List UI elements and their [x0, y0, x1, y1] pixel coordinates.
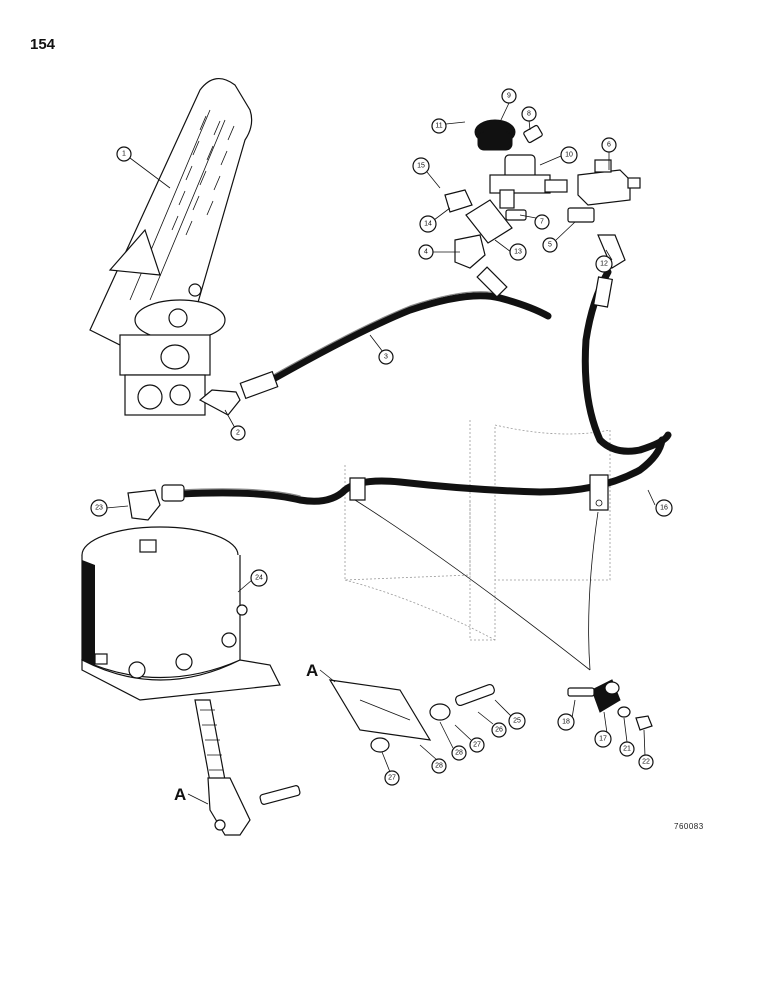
- svg-text:16: 16: [660, 505, 668, 512]
- callout-1: 1: [116, 146, 132, 162]
- washer-27-upper: [429, 703, 451, 721]
- washer-27-lower: [370, 737, 390, 753]
- callout-23: 23: [90, 499, 108, 517]
- svg-text:28: 28: [455, 750, 463, 757]
- callout-8: 8: [521, 106, 537, 122]
- svg-text:4: 4: [424, 249, 428, 256]
- callout-17: 17: [594, 730, 612, 748]
- block-13: [465, 199, 513, 244]
- pressure-switch-6: [577, 159, 641, 206]
- drawing-code: 760083: [674, 822, 704, 831]
- svg-text:A: A: [174, 785, 186, 804]
- callout-12: 12: [595, 255, 613, 273]
- section-marker-a-lower: A: [174, 785, 209, 805]
- svg-text:15: 15: [417, 163, 425, 170]
- callout-26: 26: [491, 722, 507, 738]
- link-plate: [328, 679, 432, 741]
- clip-16-left: [349, 477, 366, 501]
- clevis-pin: [259, 785, 301, 805]
- page-number: 154: [30, 36, 56, 53]
- callout-28-lower: 28: [431, 758, 447, 774]
- svg-text:3: 3: [384, 354, 388, 361]
- elbow-fitting-2: [198, 389, 241, 416]
- brake-valve-body: [119, 283, 226, 416]
- svg-text:27: 27: [473, 742, 481, 749]
- brake-chamber-24: [81, 526, 248, 679]
- clamp-17: [591, 679, 621, 713]
- push-rod: [194, 699, 226, 783]
- svg-text:9: 9: [507, 93, 511, 100]
- callout-16: 16: [655, 499, 673, 517]
- fitting-14: [444, 189, 473, 213]
- svg-text:7: 7: [540, 219, 544, 226]
- svg-text:18: 18: [562, 719, 570, 726]
- callout-5: 5: [542, 237, 558, 253]
- fitting-8: [523, 124, 543, 144]
- pin-25: [455, 683, 495, 707]
- frame-outline: [344, 420, 611, 641]
- svg-text:A: A: [306, 661, 318, 680]
- washer-21: [617, 706, 631, 718]
- svg-text:23: 23: [95, 505, 103, 512]
- nut-22: [635, 715, 653, 731]
- leader-lines: [354, 499, 599, 671]
- section-marker-a-upper: A: [306, 661, 336, 683]
- callout-24: 24: [250, 569, 268, 587]
- callout-27-upper: 27: [469, 737, 485, 753]
- bolt-18: [567, 687, 595, 697]
- callout-2: 2: [230, 425, 246, 441]
- callout-14: 14: [419, 215, 437, 233]
- svg-text:27: 27: [388, 775, 396, 782]
- svg-text:17: 17: [599, 736, 607, 743]
- svg-text:12: 12: [600, 261, 608, 268]
- hose-16: [161, 436, 666, 505]
- callout-25: 25: [508, 712, 526, 730]
- elbow-4: [454, 234, 486, 269]
- callout-13: 13: [509, 243, 527, 261]
- callout-21: 21: [619, 741, 635, 757]
- svg-text:1: 1: [122, 151, 126, 158]
- elbow-23: [127, 489, 161, 521]
- svg-text:25: 25: [513, 718, 521, 725]
- svg-text:26: 26: [495, 727, 503, 734]
- callout-22: 22: [638, 754, 654, 770]
- callout-leaders: [105, 102, 656, 773]
- callout-18: 18: [557, 713, 575, 731]
- callout-3: 3: [378, 349, 394, 365]
- mounting-plate: [81, 653, 281, 701]
- valve-knob-9: [474, 119, 516, 151]
- callout-10: 10: [560, 146, 578, 164]
- svg-text:24: 24: [255, 575, 263, 582]
- svg-text:6: 6: [607, 142, 611, 149]
- callout-6: 6: [601, 137, 617, 153]
- pressure-valve-10: [489, 154, 568, 209]
- clip-16-right: [589, 474, 609, 511]
- callout-9: 9: [501, 88, 517, 104]
- callouts: 1 2 3 4 5 6 7 8 9 10 11 12 13 14 15 16 1…: [90, 88, 673, 786]
- svg-text:10: 10: [565, 152, 573, 159]
- clevis-yoke: [207, 777, 251, 836]
- callout-7: 7: [534, 214, 550, 230]
- svg-text:13: 13: [514, 249, 522, 256]
- fitting-7: [505, 209, 527, 221]
- hose-3: [239, 266, 552, 400]
- hose-right-vertical: [581, 268, 672, 455]
- svg-text:22: 22: [642, 759, 650, 766]
- svg-text:5: 5: [548, 242, 552, 249]
- svg-text:28: 28: [435, 763, 443, 770]
- callout-27-lower: 27: [384, 770, 400, 786]
- callout-4: 4: [418, 244, 434, 260]
- svg-text:8: 8: [527, 111, 531, 118]
- callout-28-upper: 28: [451, 745, 467, 761]
- tee-fitting-5: [567, 207, 595, 223]
- svg-text:2: 2: [236, 430, 240, 437]
- svg-text:14: 14: [424, 221, 432, 228]
- svg-text:21: 21: [623, 746, 631, 753]
- svg-text:11: 11: [435, 123, 442, 130]
- callout-11: 11: [431, 118, 447, 134]
- brake-pedal: [89, 78, 253, 346]
- callout-15: 15: [412, 157, 430, 175]
